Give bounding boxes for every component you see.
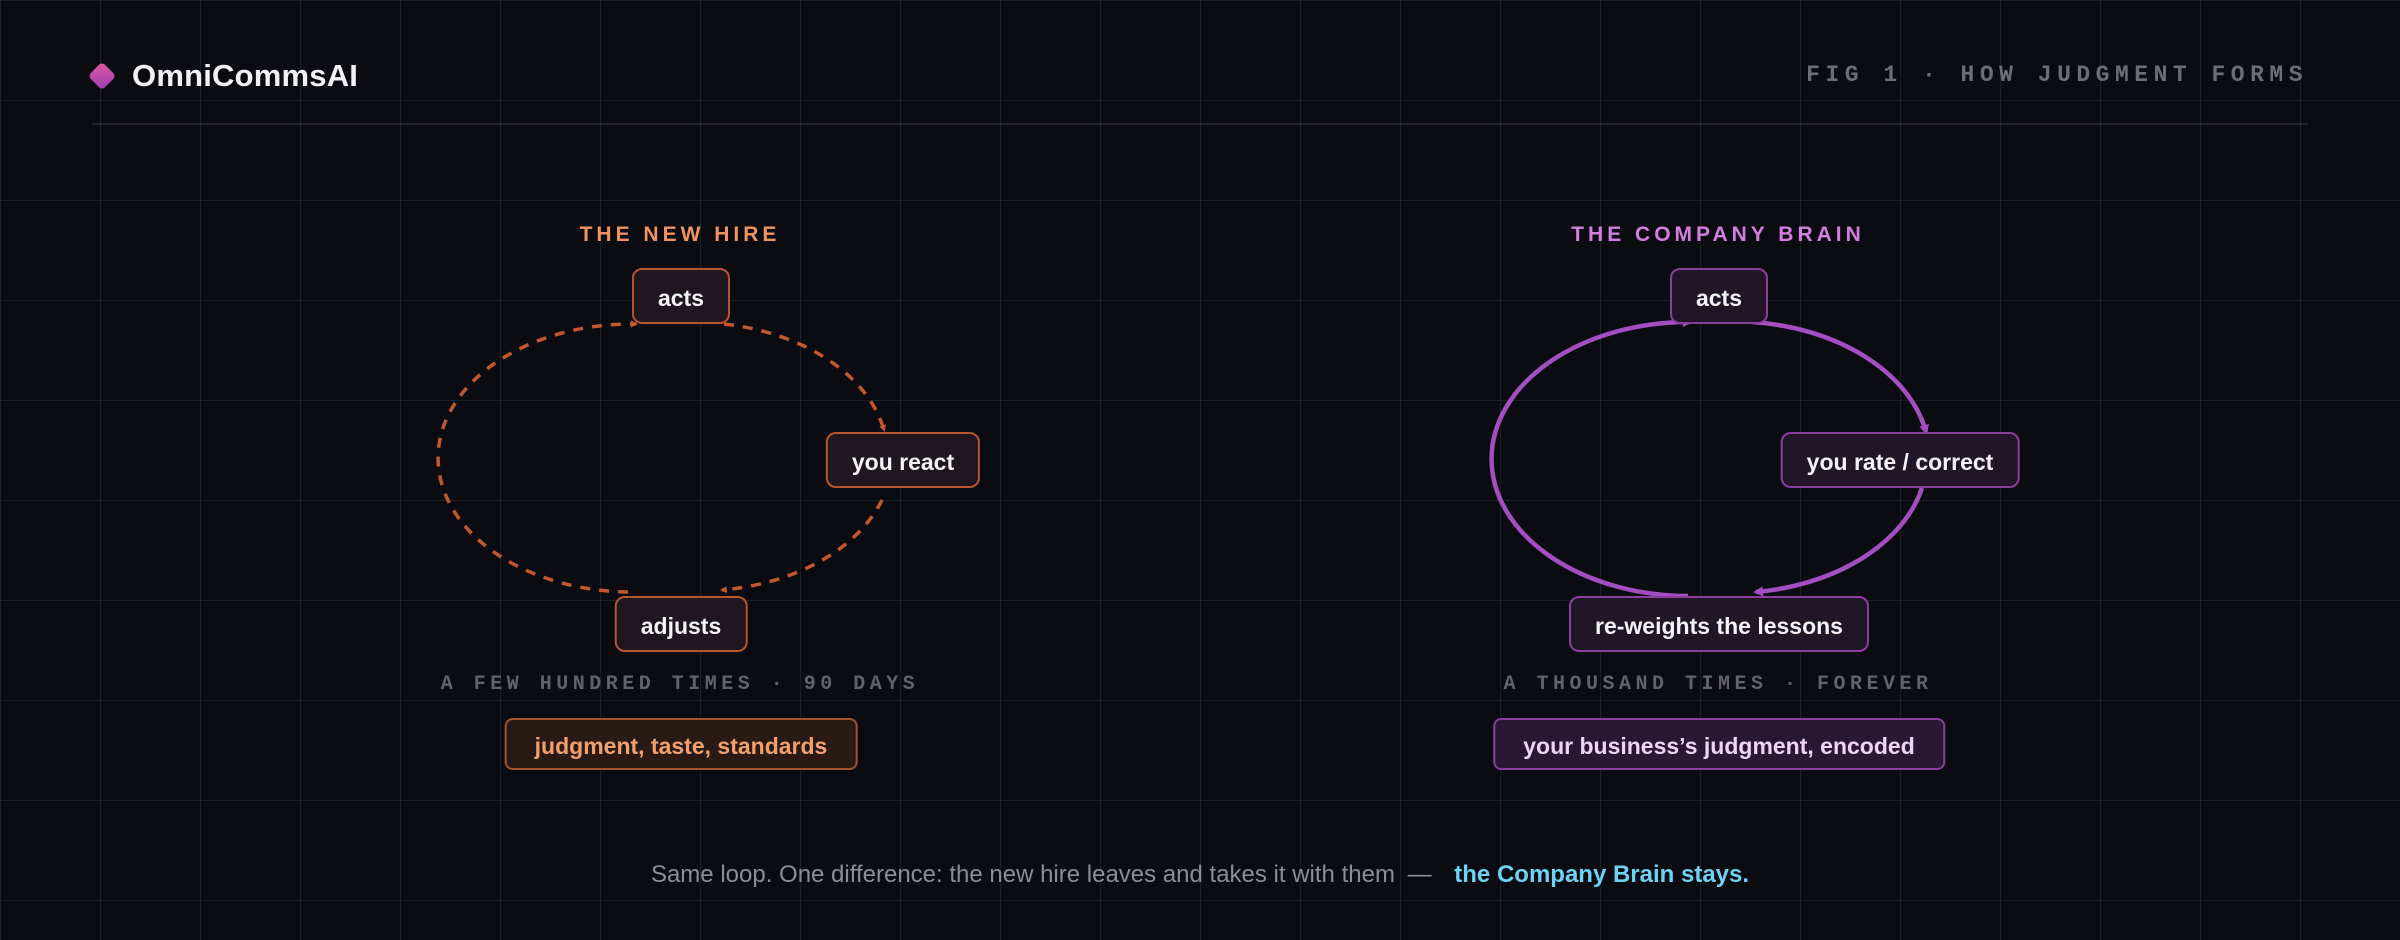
frequency-label: A THOUSAND TIMES · FOREVER <box>1503 673 1933 696</box>
loop-arc-acts-to-rate <box>1751 319 1929 435</box>
footer-dash: — <box>1407 861 1432 888</box>
node-you-rate-correct: you rate / correct <box>1780 432 2020 488</box>
node-you-react: you react <box>825 432 981 488</box>
node-reweights-lessons: re-weights the lessons <box>1569 596 1869 652</box>
new-hire-loop <box>436 320 886 594</box>
footer-highlight: the Company Brain stays. <box>1454 861 1750 888</box>
node-adjusts: adjusts <box>614 596 748 652</box>
loop-arc-rate-to-reweights <box>1753 487 1925 597</box>
frequency-label: A FEW HUNDRED TIMES · 90 DAYS <box>440 673 920 696</box>
outcome-badge: judgment, taste, standards <box>504 718 858 770</box>
node-acts: acts <box>631 268 731 324</box>
outcome-badge: your business’s judgment, encoded <box>1493 718 1945 770</box>
footer-text: Same loop. One difference: the new hire … <box>650 861 1395 888</box>
panel-title-company-brain: THE COMPANY BRAIN <box>1571 223 1865 246</box>
loop-arc-acts-to-react <box>723 322 886 433</box>
node-acts: acts <box>1669 268 1769 324</box>
header: OmniCommsAI FIG 1 · HOW JUDGMENT FORMS <box>87 0 2308 125</box>
figure-label: FIG 1 · HOW JUDGMENT FORMS <box>1806 62 2308 88</box>
loop-arc-react-to-adjusts <box>719 499 884 594</box>
loop-arc-adjusts-to-acts <box>436 320 639 594</box>
company-brain-loop <box>1489 316 1929 599</box>
brand-name: OmniCommsAI <box>132 58 359 93</box>
panel-title-new-hire: THE NEW HIRE <box>579 223 781 246</box>
footer-caption: Same loop. One difference: the new hire … <box>0 860 2400 890</box>
loop-arc-reweights-to-acts <box>1489 316 1693 599</box>
